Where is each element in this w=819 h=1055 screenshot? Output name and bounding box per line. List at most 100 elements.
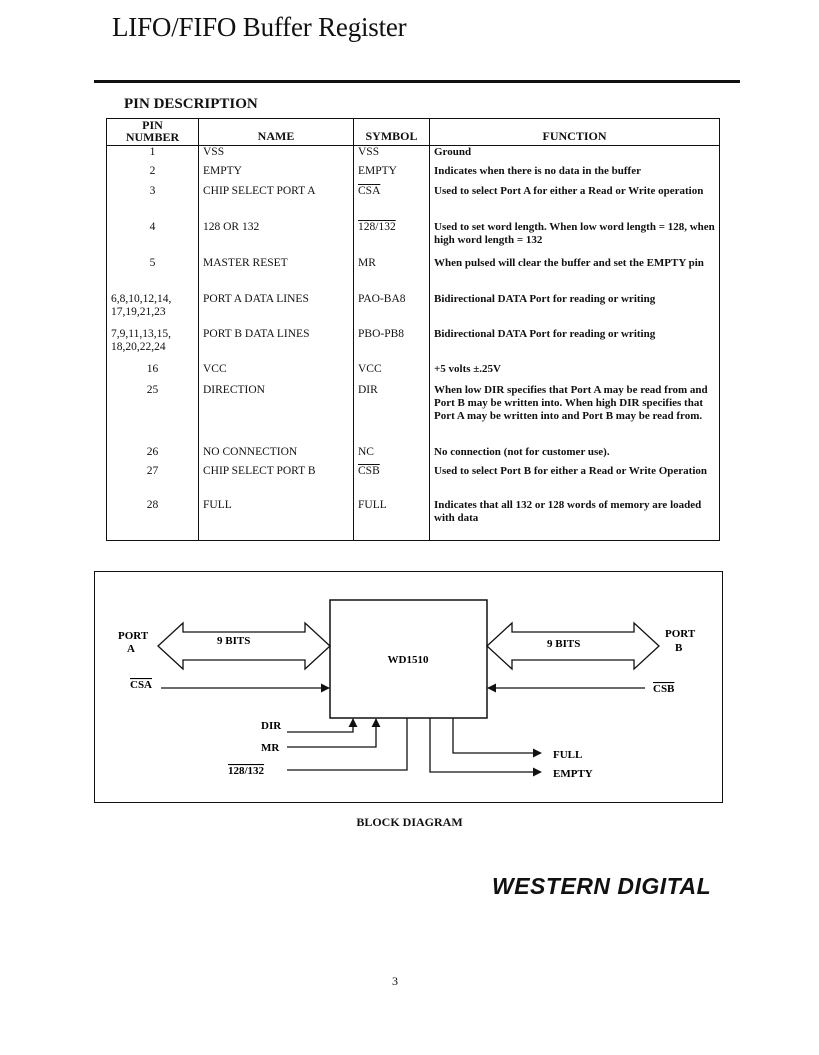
mr-signal-line [287,718,381,748]
page-number: 3 [392,974,398,988]
pin-number: 26 [106,445,199,465]
table-header-row: PIN NUMBER NAME SYMBOL FUNCTION [106,118,720,146]
pin-name: PORT B DATA LINES [198,327,354,363]
pin-description-table: PIN NUMBER NAME SYMBOL FUNCTION 1 VSS VS… [106,118,720,541]
pin-function: Ground [429,145,720,165]
port-a-data-arrow [157,621,331,671]
header-function: FUNCTION [429,118,720,146]
pin-symbol: 128/132 [353,220,430,257]
pin-number: 25 [106,383,199,446]
word-length-signal-line [287,718,408,771]
word-length-label: 128/132 [228,765,265,777]
port-b-data-arrow [486,621,660,671]
block-diagram: WD1510 9 BITS PORT A 9 BITS PORT B CSA C… [94,571,723,803]
port-a-bits-label: 9 BITS [217,635,250,647]
full-signal-line [452,718,542,758]
chip-box [329,599,488,719]
pin-number: 28 [106,498,199,541]
pin-number: 4 [106,220,199,257]
pin-symbol: PAO-BA8 [353,292,430,328]
title-rule [94,80,740,83]
dir-signal-line [287,718,358,733]
table-row: 28 FULL FULL Indicates that all 132 or 1… [106,498,720,541]
table-row: 25 DIRECTION DIR When low DIR specifies … [106,383,720,446]
full-label: FULL [553,749,582,761]
csb-label: CSB [653,683,675,695]
pin-number: 16 [106,362,199,384]
port-b-label: PORT [665,628,696,640]
pin-number: 2 [106,164,199,185]
table-row: 1 VSS VSS Ground [106,145,720,165]
pin-name: CHIP SELECT PORT A [198,184,354,221]
pin-name: VSS [198,145,354,165]
table-row: 16 VCC VCC +5 volts ±.25V [106,362,720,384]
table-row: 26 NO CONNECTION NC No connection (not f… [106,445,720,465]
pin-number: 5 [106,256,199,293]
table-row: 4 128 OR 132 128/132 Used to set word le… [106,220,720,257]
pin-name: FULL [198,498,354,541]
pin-name: VCC [198,362,354,384]
pin-function: When pulsed will clear the buffer and se… [429,256,720,293]
pin-symbol-text: CSB [358,464,380,477]
pin-number: 3 [106,184,199,221]
pin-number: 6,8,10,12,14, 17,19,21,23 [106,292,199,328]
pin-number: 1 [106,145,199,165]
pin-symbol: PBO-PB8 [353,327,430,363]
pin-function: Bidirectional DATA Port for reading or w… [429,292,720,328]
pin-symbol: FULL [353,498,430,541]
pin-name: EMPTY [198,164,354,185]
pin-name: CHIP SELECT PORT B [198,464,354,499]
pin-symbol: DIR [353,383,430,446]
pin-function: Bidirectional DATA Port for reading or w… [429,327,720,363]
pin-symbol-text: 128/132 [358,220,396,233]
block-diagram-svg: WD1510 9 BITS PORT A 9 BITS PORT B CSA C… [118,599,696,780]
table-row: 27 CHIP SELECT PORT B CSB Used to select… [106,464,720,499]
pin-name: DIRECTION [198,383,354,446]
pin-symbol: VSS [353,145,430,165]
port-a-label: PORT [118,630,149,642]
pin-symbol: MR [353,256,430,293]
port-b-letter: B [675,642,683,654]
port-b-bits-label: 9 BITS [547,638,580,650]
brand-logo-text: WESTERN DIGITAL [492,873,712,899]
pin-number: 7,9,11,13,15, 18,20,22,24 [106,327,199,363]
pin-symbol: EMPTY [353,164,430,185]
pin-function: Used to select Port B for either a Read … [429,464,720,499]
pin-function: When low DIR specifies that Port A may b… [429,383,720,446]
csa-label: CSA [130,679,152,691]
pin-symbol: VCC [353,362,430,384]
empty-label: EMPTY [553,768,593,780]
header-pin-number: PIN NUMBER [106,118,199,146]
pin-number: 27 [106,464,199,499]
pin-symbol: CSA [353,184,430,221]
mr-label: MR [261,742,280,754]
pin-symbol: CSB [353,464,430,499]
dir-label: DIR [261,720,282,732]
pin-name: MASTER RESET [198,256,354,293]
pin-function: +5 volts ±.25V [429,362,720,384]
chip-label: WD1510 [388,654,429,666]
pin-symbol-text: CSA [358,184,381,197]
table-row: 6,8,10,12,14, 17,19,21,23 PORT A DATA LI… [106,292,720,328]
pin-function: Used to set word length. When low word l… [429,220,720,257]
pin-function: No connection (not for customer use). [429,445,720,465]
pin-name: 128 OR 132 [198,220,354,257]
pin-name: NO CONNECTION [198,445,354,465]
pin-function: Indicates when there is no data in the b… [429,164,720,185]
pin-name: PORT A DATA LINES [198,292,354,328]
pin-function: Used to select Port A for either a Read … [429,184,720,221]
table-row: 7,9,11,13,15, 18,20,22,24 PORT B DATA LI… [106,327,720,363]
header-pin-line2: NUMBER [125,130,180,144]
pin-function: Indicates that all 132 or 128 words of m… [429,498,720,541]
page-title: LIFO/FIFO Buffer Register [112,12,407,42]
pin-symbol: NC [353,445,430,465]
port-a-letter: A [127,643,135,655]
table-row: 2 EMPTY EMPTY Indicates when there is no… [106,164,720,185]
table-row: 5 MASTER RESET MR When pulsed will clear… [106,256,720,293]
header-symbol: SYMBOL [353,118,430,146]
section-title: PIN DESCRIPTION [124,96,258,112]
empty-signal-line [429,718,542,777]
header-name: NAME [198,118,354,146]
diagram-caption: BLOCK DIAGRAM [356,815,463,829]
header-pin-line1: PIN [142,118,163,132]
